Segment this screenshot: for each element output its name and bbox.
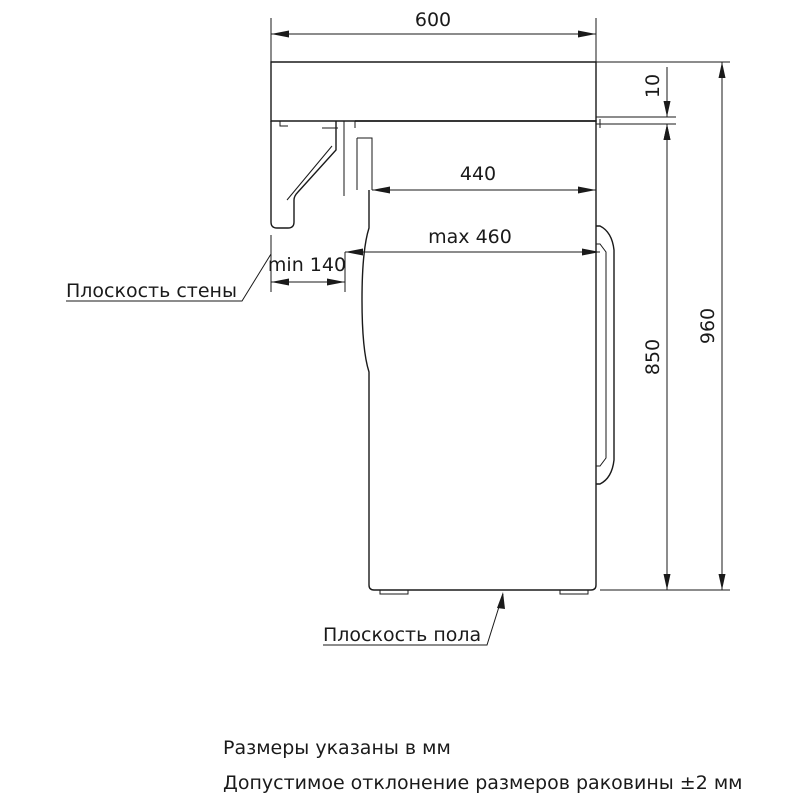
wall-bracket	[270, 121, 338, 229]
dim-wall-gap-label: min 140	[268, 254, 346, 276]
dim-machine-max-depth-label: max 460	[428, 226, 512, 248]
units-note: Размеры указаны в мм	[223, 737, 451, 759]
dim-machine-height-label: 850	[642, 339, 664, 375]
washing-machine	[354, 119, 615, 595]
dim-machine-depth	[372, 186, 596, 194]
dim-machine-height	[600, 124, 676, 591]
floor-plane-leader	[323, 592, 505, 646]
dim-total-height	[596, 61, 730, 591]
sink-outline	[270, 61, 597, 122]
tolerance-note: Допустимое отклонение размеров раковины …	[223, 772, 743, 794]
dim-wall-gap	[270, 235, 346, 292]
dim-sink-thickness	[596, 67, 676, 140]
drain-pipe	[343, 121, 373, 196]
wall-plane-label: Плоскость стены	[66, 280, 237, 302]
wall-plane-leader	[66, 253, 272, 302]
dim-sink-width-label: 600	[415, 9, 451, 31]
dim-sink-width	[270, 18, 597, 62]
floor-plane-label: Плоскость пола	[323, 624, 481, 646]
dim-machine-max-depth	[345, 248, 600, 256]
dim-total-height-label: 960	[697, 308, 719, 344]
dim-machine-depth-label: 440	[460, 163, 496, 185]
dim-sink-thickness-label: 10	[642, 74, 664, 98]
